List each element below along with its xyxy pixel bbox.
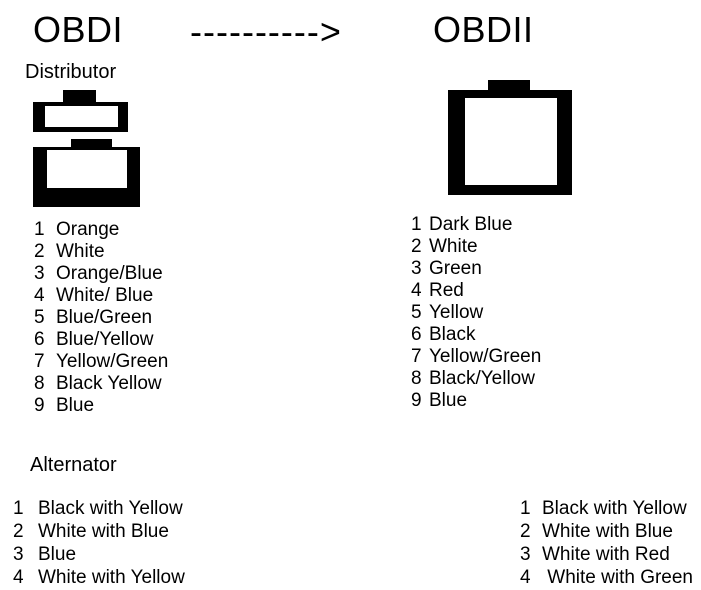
pin-wire-color: Black bbox=[429, 324, 476, 345]
pin-number: 9 bbox=[411, 390, 422, 411]
pin-number: 3 bbox=[411, 258, 422, 279]
pin-row: 7 Yellow/Green bbox=[34, 351, 168, 373]
pin-number: 3 bbox=[34, 263, 45, 284]
pin-wire-color: Red bbox=[429, 280, 464, 301]
pin-wire-color: Yellow/Green bbox=[429, 346, 542, 367]
pin-number: 5 bbox=[411, 302, 422, 323]
pin-number: 6 bbox=[34, 329, 45, 350]
pin-wire-color: White with Blue bbox=[38, 521, 169, 542]
plug-body bbox=[33, 147, 140, 207]
obd1-alternator-pin-list: 1 Black with Yellow 2 White with Blue 3 Blu… bbox=[13, 497, 185, 589]
pin-wire-color: Green bbox=[429, 258, 482, 279]
pin-row: 1 Black with Yellow bbox=[13, 497, 185, 520]
plug-body bbox=[33, 102, 128, 132]
plug-tab bbox=[71, 139, 112, 148]
pin-wire-color: Blue bbox=[56, 395, 95, 416]
pin-number: 8 bbox=[411, 368, 422, 389]
pin-row: 1 Orange bbox=[34, 219, 168, 241]
pin-row: 3 Orange/Blue bbox=[34, 263, 168, 285]
pin-number: 2 bbox=[520, 521, 531, 542]
pin-wire-color: Blue bbox=[429, 390, 468, 411]
pin-number: 1 bbox=[34, 219, 45, 240]
alternator-section-label: Alternator bbox=[30, 454, 117, 476]
pin-number: 1 bbox=[13, 498, 24, 519]
obd1-distributor-pin-list: 1 Orange 2 White 3 Orange/Blue 4 White/ Blue… bbox=[34, 219, 168, 417]
pin-row: 8 Black/Yellow bbox=[411, 368, 541, 390]
pin-row: 9 Blue bbox=[34, 395, 168, 417]
pin-wire-color: Yellow bbox=[429, 302, 484, 323]
pin-row: 6 Black bbox=[411, 324, 541, 346]
pin-wire-color: White with Red bbox=[542, 544, 670, 565]
pin-row: 4 White with Yellow bbox=[13, 566, 185, 589]
pin-row: 1 Black with Yellow bbox=[520, 497, 693, 520]
pin-wire-color: White bbox=[56, 241, 105, 262]
pin-row: 4 Red bbox=[411, 280, 541, 302]
pin-wire-color: Blue bbox=[38, 544, 77, 565]
pin-row: 4 White/ Blue bbox=[34, 285, 168, 307]
pin-number: 2 bbox=[34, 241, 45, 262]
pin-wire-color: Black/Yellow bbox=[429, 368, 535, 389]
pin-row: 3 White with Red bbox=[520, 543, 693, 566]
pin-number: 8 bbox=[34, 373, 45, 394]
pin-number: 9 bbox=[34, 395, 45, 416]
obd1-title: OBDI bbox=[33, 9, 124, 50]
distributor-section-label: Distributor bbox=[25, 61, 117, 83]
pin-row: 2 White bbox=[411, 236, 541, 258]
pin-wire-color: White with Green bbox=[542, 567, 693, 588]
pin-row: 5 Yellow bbox=[411, 302, 541, 324]
pin-number: 7 bbox=[34, 351, 45, 372]
plug-slot bbox=[465, 98, 557, 185]
pin-wire-color: White with Blue bbox=[542, 521, 673, 542]
pin-row: 5 Blue/Green bbox=[34, 307, 168, 329]
pin-number: 1 bbox=[520, 498, 531, 519]
pin-number: 3 bbox=[520, 544, 531, 565]
pin-number: 2 bbox=[13, 521, 24, 542]
conversion-arrow: ----------> bbox=[190, 11, 342, 52]
pin-number: 2 bbox=[411, 236, 422, 257]
pin-wire-color: White bbox=[429, 236, 478, 257]
pin-number: 7 bbox=[411, 346, 422, 367]
pin-row: 7 Yellow/Green bbox=[411, 346, 541, 368]
plug-tab bbox=[488, 80, 530, 91]
pin-wire-color: Blue/Yellow bbox=[56, 329, 154, 350]
pin-wire-color: Black with Yellow bbox=[38, 498, 183, 519]
pin-wire-color: Black with Yellow bbox=[542, 498, 687, 519]
plug-body bbox=[448, 90, 572, 195]
pin-wire-color: White/ Blue bbox=[56, 285, 154, 306]
pin-row: 4 White with Green bbox=[520, 566, 693, 589]
pin-row: 3 Blue bbox=[13, 543, 185, 566]
obd2-title: OBDII bbox=[433, 9, 534, 50]
pin-row: 3 Green bbox=[411, 258, 541, 280]
pin-wire-color: Black Yellow bbox=[56, 373, 162, 394]
pin-number: 1 bbox=[411, 214, 422, 235]
pin-number: 3 bbox=[13, 544, 24, 565]
pin-number: 4 bbox=[13, 567, 24, 588]
pin-row: 2 White with Blue bbox=[13, 520, 185, 543]
pin-wire-color: Blue/Green bbox=[56, 307, 153, 328]
pin-row: 6 Blue/Yellow bbox=[34, 329, 168, 351]
plug-slot bbox=[45, 106, 118, 127]
pin-number: 6 bbox=[411, 324, 422, 345]
pin-number: 4 bbox=[520, 567, 531, 588]
pin-wire-color: Orange/Blue bbox=[56, 263, 163, 284]
pin-row: 2 White with Blue bbox=[520, 520, 693, 543]
pin-number: 4 bbox=[411, 280, 422, 301]
plug-tab bbox=[63, 90, 96, 103]
pin-wire-color: White with Yellow bbox=[38, 567, 185, 588]
pin-row: 1 Dark Blue bbox=[411, 214, 541, 236]
pin-wire-color: Yellow/Green bbox=[56, 351, 169, 372]
plug-slot bbox=[47, 150, 127, 188]
pin-wire-color: Orange bbox=[56, 219, 120, 240]
pin-row: 8 Black Yellow bbox=[34, 373, 168, 395]
pin-wire-color: Dark Blue bbox=[429, 214, 513, 235]
pin-number: 5 bbox=[34, 307, 45, 328]
pin-number: 4 bbox=[34, 285, 45, 306]
pin-row: 9 Blue bbox=[411, 390, 541, 412]
pin-row: 2 White bbox=[34, 241, 168, 263]
